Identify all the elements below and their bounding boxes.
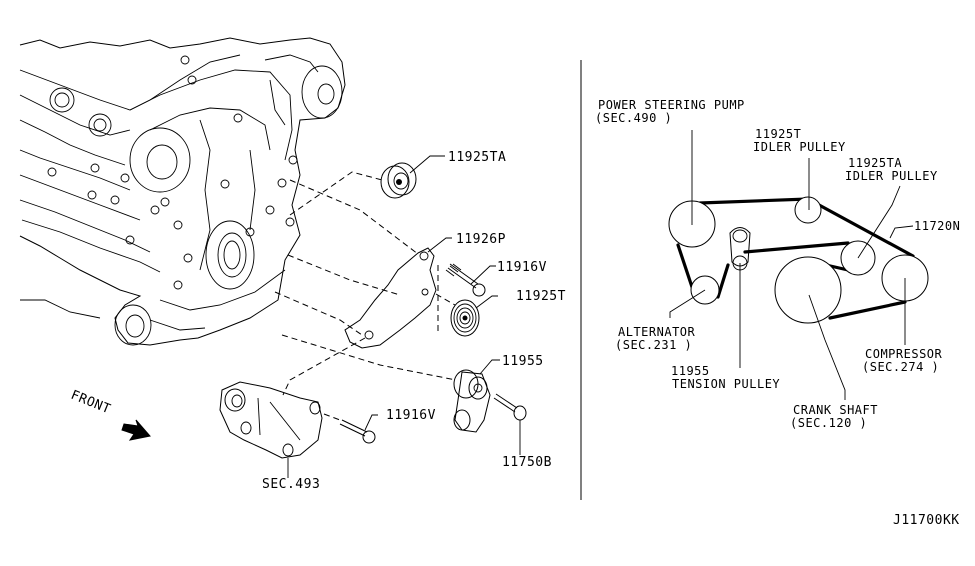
idler-pulley-t-part [450,299,480,337]
label-11925T: 11925T [755,127,801,141]
engine-block-illustration [19,37,346,346]
callout-11916V-lower: 11916V [386,408,436,423]
diagram-code: J11700KK [893,513,960,528]
callout-11925T: 11925T [516,289,566,304]
label-tension-pulley: TENSION PULLEY [672,377,780,391]
front-indicator: FRONT [69,388,113,418]
label-11955: 11955 [671,364,710,378]
tensioner-bolt-part [493,393,527,421]
label-alternator: ALTERNATOR [618,325,696,339]
callout-11750B: 11750B [502,455,552,470]
crank-pulley [774,256,842,324]
belt-routing-diagram [668,130,929,400]
label-compressor: COMPRESSOR [865,347,943,361]
front-arrow-icon [121,419,151,441]
mount-bracket-part [219,381,323,459]
label-power-steering-pump: POWER STEERING PUMP [598,98,745,112]
left-leader-lines [287,155,521,478]
label-11720N: 11720N [914,219,960,233]
callout-11925TA: 11925TA [448,150,506,165]
callout-11955: 11955 [502,354,544,369]
label-crank-shaft: CRANK SHAFT [793,403,878,417]
label-crank-shaft-sec: (SEC.120 ) [790,416,867,430]
front-label: FRONT [69,388,113,418]
idler-pulley-t-circle [794,196,822,224]
bolt-upper-part [445,263,486,297]
callout-11916V-upper: 11916V [497,260,547,275]
callout-sec493: SEC.493 [262,477,320,492]
tensioner-part [453,369,491,433]
idler-pulley-ta-part [380,162,417,199]
callout-11926P: 11926P [456,232,506,247]
bolt-lower-part [339,419,376,444]
label-11925TA: 11925TA [848,156,902,170]
bracket-part [344,247,439,349]
tensioner-arm [729,227,751,267]
assembly-dashed-lines [274,171,457,421]
label-compressor-sec: (SEC.274 ) [862,360,939,374]
label-idler-pulley-t: IDLER PULLEY [753,140,846,154]
label-alternator-sec: (SEC.231 ) [615,338,692,352]
label-idler-pulley-ta: IDLER PULLEY [845,169,938,183]
label-power-steering-sec: (SEC.490 ) [595,111,672,125]
